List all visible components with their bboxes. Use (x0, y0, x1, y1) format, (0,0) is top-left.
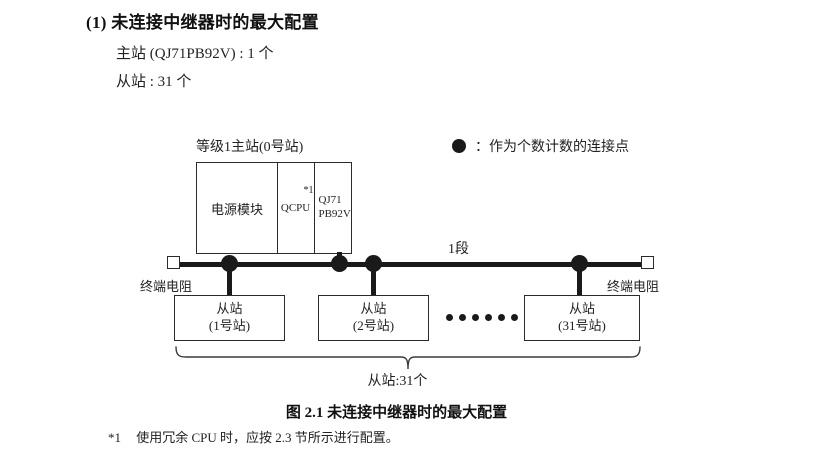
ellipsis-dot (472, 314, 479, 321)
slave-group-brace (170, 346, 646, 370)
module-power-supply-label: 电源模块 (210, 201, 263, 217)
segment-label: 1段 (448, 242, 469, 257)
legend: ： 作为个数计数的连接点 (452, 136, 629, 156)
legend-separator: ： (475, 140, 489, 155)
ellipsis-dot (511, 314, 518, 321)
slave-station-box: 从站 (1号站) (174, 295, 285, 341)
slave-station-box: 从站 (2号站) (318, 295, 429, 341)
module-qj71pb92v-line1: QJ71 (318, 194, 342, 207)
master-station-label: 等级1主站(0号站) (196, 140, 304, 155)
footnote: *1 使用冗余 CPU 时，应按 2.3 节所示进行配置。 (108, 427, 399, 446)
slave-station-number: (31号站) (558, 318, 606, 333)
slave-station-title: 从站 (360, 301, 387, 317)
slave-group-brace-label: 从站:31个 (367, 374, 428, 389)
terminating-resistor-right-icon (641, 256, 654, 269)
section-title: 未连接中继器时的最大配置 (111, 13, 319, 32)
ellipsis-dot (485, 314, 492, 321)
module-qj71pb92v: QJ71 PB92V (315, 163, 351, 253)
section-line-slave: 从站 : 31 个 (116, 74, 192, 90)
slave-drop-line (371, 266, 376, 296)
slave-drop-line (577, 266, 582, 296)
connection-point-dot (331, 255, 348, 272)
terminating-resistor-left-icon (167, 256, 180, 269)
section-number: (1) (86, 13, 107, 32)
slave-drop-line (227, 266, 232, 296)
connection-point-dot (365, 255, 382, 272)
network-bus-line (178, 262, 642, 267)
ellipsis-dot (459, 314, 466, 321)
section-heading: (1) 未连接中继器时的最大配置 (86, 8, 319, 33)
ellipsis-dot (498, 314, 505, 321)
terminating-resistor-left-label: 终端电阻 (140, 279, 193, 294)
figure-caption: 图 2.1 未连接中继器时的最大配置 (285, 405, 508, 421)
module-power-supply: 电源模块 (197, 163, 278, 253)
module-qcpu-label: QCPU (280, 202, 311, 214)
terminating-resistor-right-label: 终端电阻 (607, 279, 660, 294)
module-qj71pb92v-line2: PB92V (318, 208, 351, 220)
slave-station-title: 从站 (216, 301, 243, 317)
slave-station-number: (2号站) (352, 318, 395, 333)
connection-point-dot (221, 255, 238, 272)
footnote-mark: *1 (108, 430, 121, 445)
slave-station-title: 从站 (568, 301, 595, 317)
footnote-text: 使用冗余 CPU 时，应按 2.3 节所示进行配置。 (136, 430, 399, 445)
module-qcpu: QCPU *1 (278, 163, 316, 253)
filled-circle-icon (452, 139, 466, 153)
ellipsis-dot (446, 314, 453, 321)
legend-label: 作为个数计数的连接点 (489, 140, 629, 155)
slave-station-box: 从站 (31号站) (524, 295, 640, 341)
ellipsis-dots (446, 314, 518, 321)
connection-point-dot (571, 255, 588, 272)
footnote-marker: *1 (303, 185, 314, 196)
section-line-master: 主站 (QJ71PB92V) : 1 个 (116, 46, 274, 62)
slave-station-number: (1号站) (208, 318, 251, 333)
master-rack: 电源模块 QCPU *1 QJ71 PB92V (196, 162, 352, 254)
